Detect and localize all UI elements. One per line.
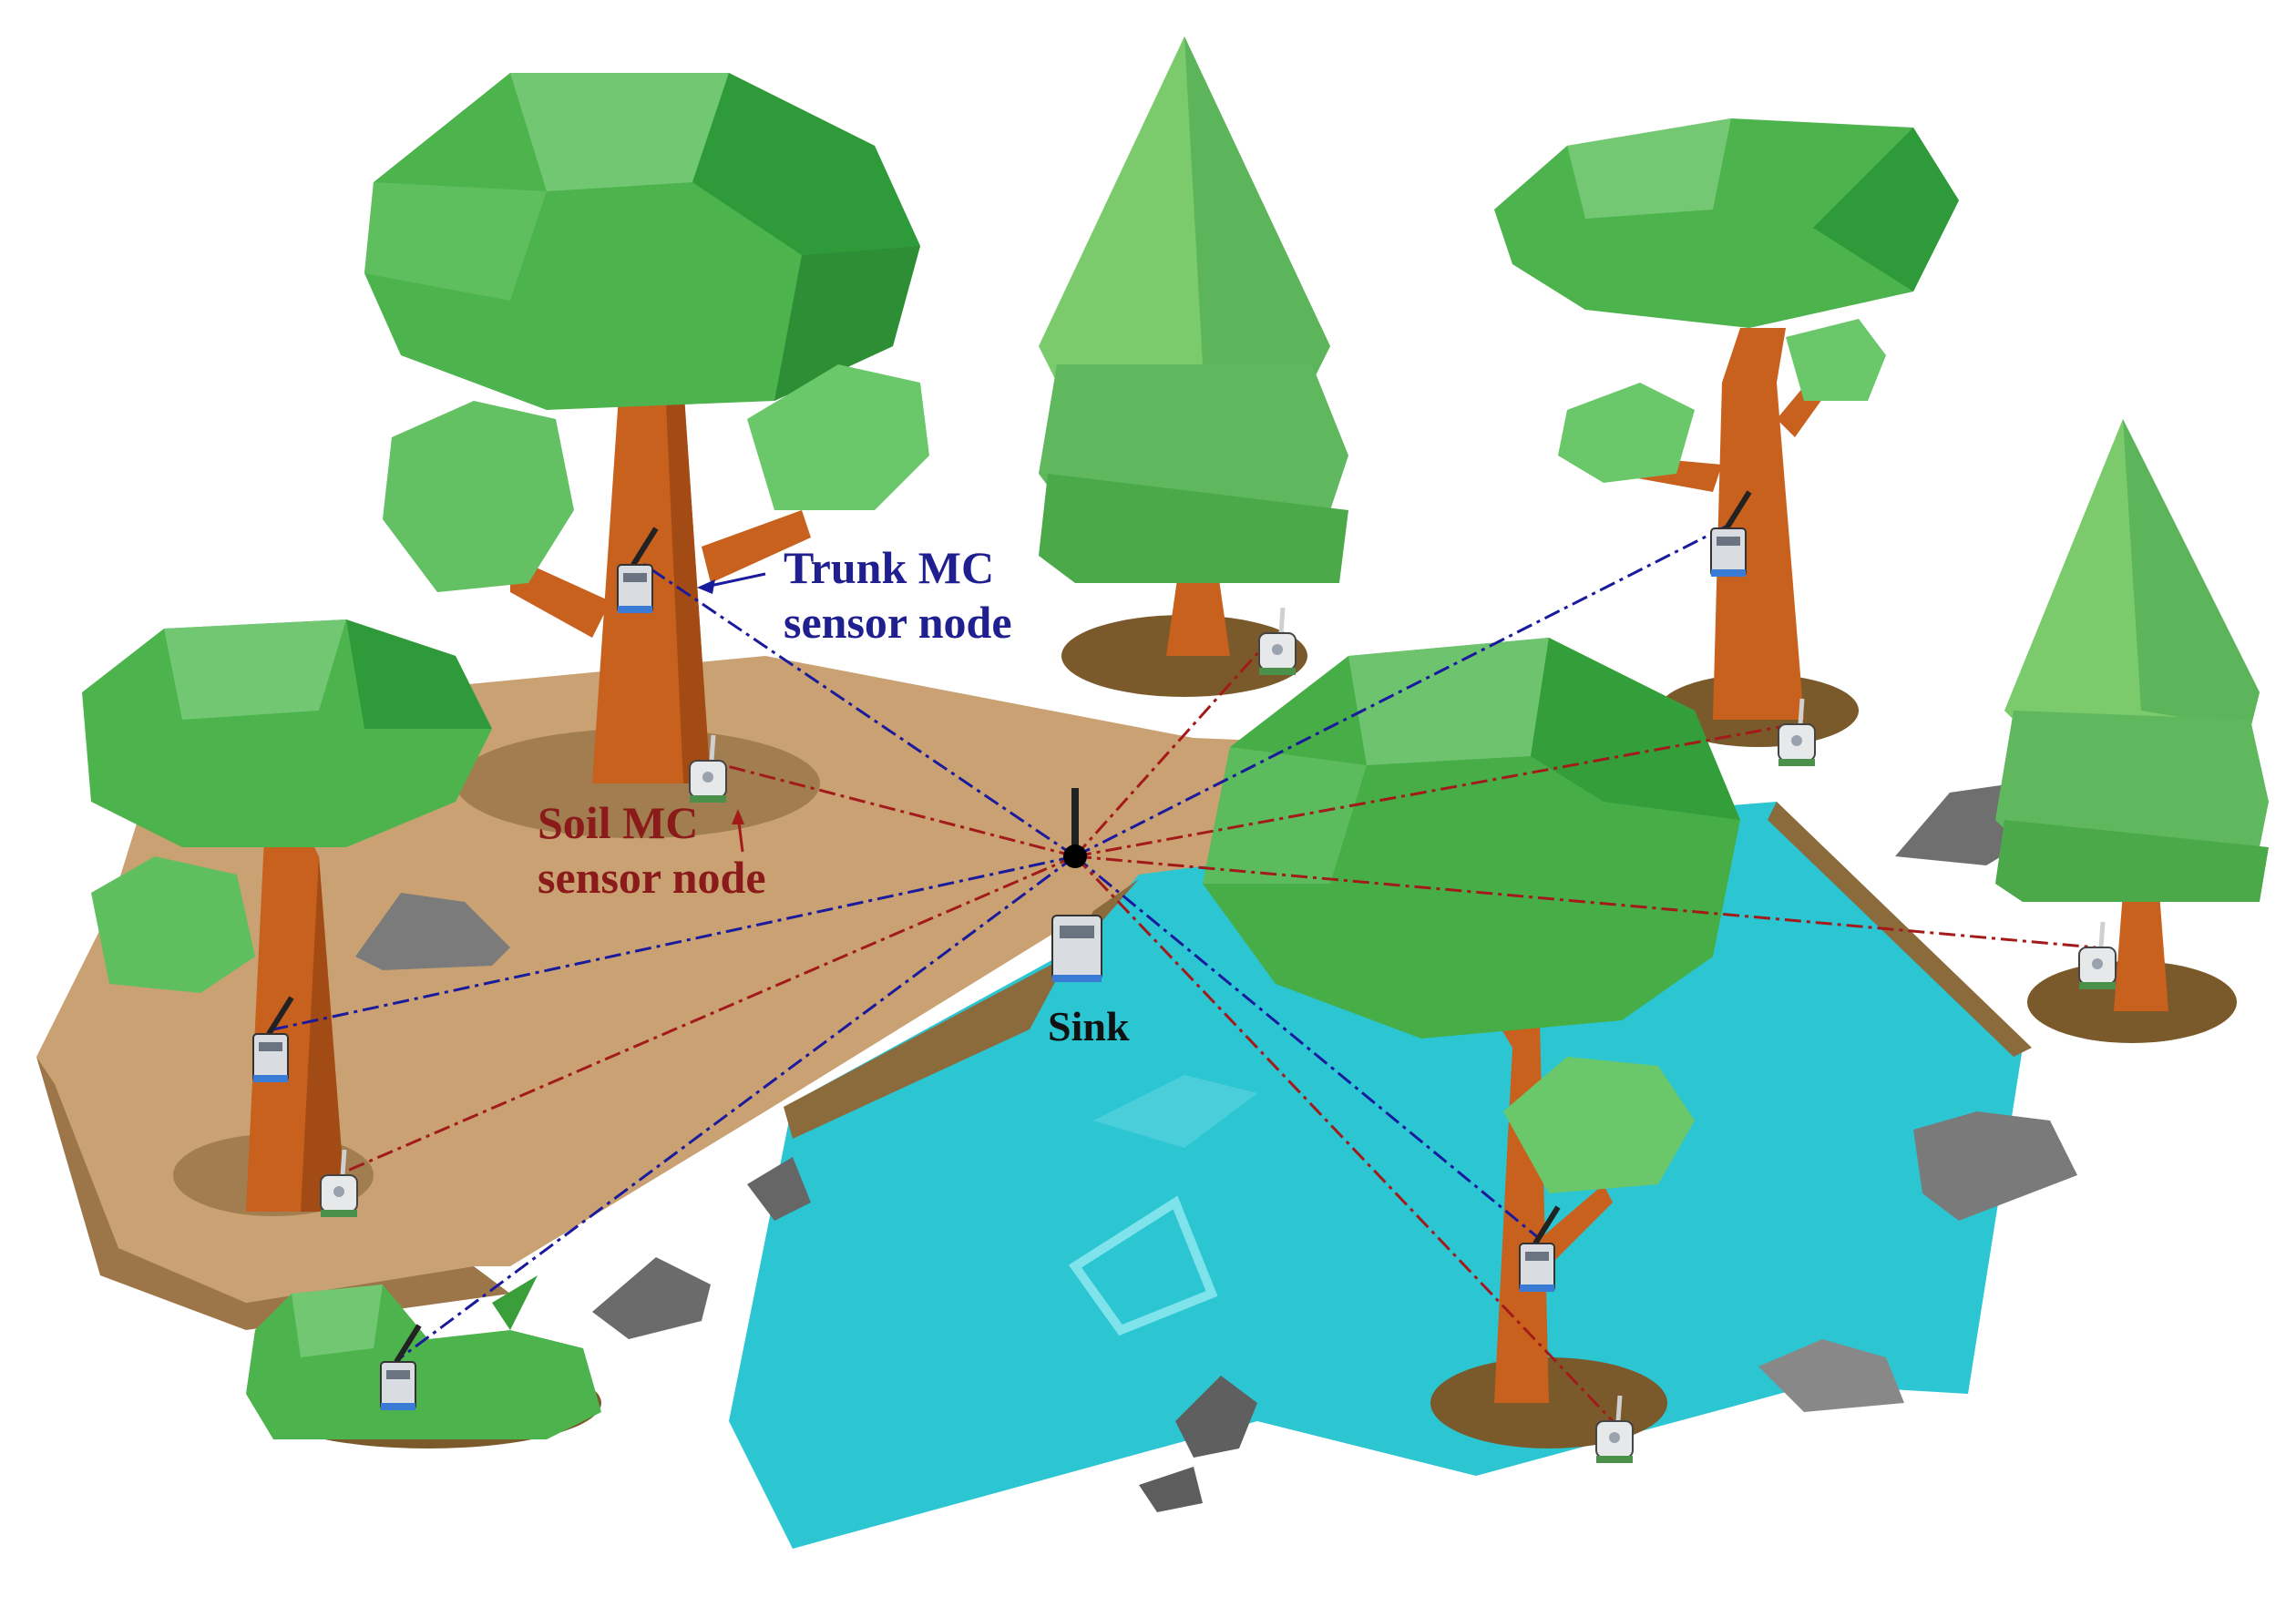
sensor-base: [618, 606, 652, 613]
trunk-mc-sensor-node: [252, 996, 294, 1082]
sensor-base: [690, 795, 726, 803]
pine-tree-right: [1995, 419, 2269, 1011]
trunk-mc-label-line2: sensor node: [784, 597, 1012, 648]
antenna-icon: [1615, 1395, 1623, 1422]
bushy-tree-center-right: [1203, 638, 1740, 1403]
sensor-base: [381, 1403, 415, 1410]
water-pond: [729, 802, 2032, 1549]
sensor-body: [617, 564, 653, 613]
deciduous-tree-top-right: [1494, 118, 1959, 720]
rock: [1139, 1467, 1203, 1512]
sink-node: [1051, 788, 1102, 982]
sensor-base: [1711, 569, 1746, 577]
trunk-label-arrowhead: [697, 579, 715, 594]
sensor-port-icon: [1272, 644, 1283, 655]
trunk-mc-sensor-node: [1710, 490, 1752, 577]
trunk-mc-sensor-node: [1519, 1205, 1561, 1292]
sensor-base: [2079, 982, 2116, 989]
soil-mc-sensor-node: [320, 1149, 358, 1217]
wireless-links: [272, 522, 2096, 1423]
annotation-arrows: [697, 572, 766, 853]
rock: [1895, 783, 2032, 865]
sensor-screen: [1525, 1252, 1549, 1261]
sensor-screen: [1717, 537, 1740, 546]
sensor-base: [1520, 1285, 1554, 1292]
sensor-base: [253, 1075, 288, 1082]
bush-bottom-left: [246, 1275, 601, 1439]
trunk-link-4: [400, 855, 1076, 1359]
soil-mc-sensor-node: [2078, 921, 2117, 989]
soil-mc-label-line2: sensor node: [538, 852, 766, 903]
antenna-icon: [266, 996, 294, 1036]
sink-hub-dot: [1063, 844, 1087, 868]
soil-mc-sensor-node: [689, 734, 727, 803]
antenna-icon: [1278, 607, 1286, 634]
sink-screen: [1060, 926, 1094, 938]
antenna-icon: [394, 1324, 422, 1364]
sensor-base: [321, 1210, 357, 1217]
rock: [592, 1257, 711, 1339]
trunk-link-2: [1074, 522, 1732, 858]
sensor-devices: [252, 490, 2117, 1463]
rocks: [355, 783, 2077, 1512]
soil-link-3: [1074, 722, 1796, 858]
rock: [1175, 1376, 1257, 1458]
soil-link-6: [1073, 855, 1614, 1423]
sensor-screen: [259, 1042, 282, 1051]
sensor-body: [1710, 527, 1747, 577]
trunk-link-1: [637, 558, 1076, 858]
soil-link-1: [705, 759, 1076, 858]
sensor-base: [1596, 1456, 1633, 1463]
sink-body: [1051, 915, 1102, 980]
sensor-screen: [386, 1370, 410, 1379]
soil-mc-sensor-node: [1258, 607, 1297, 675]
trunk-mc-sensor-node: [617, 527, 659, 613]
sensor-port-icon: [333, 1186, 344, 1197]
antenna-icon: [709, 734, 716, 762]
trunk-link-3: [272, 855, 1076, 1031]
soil-link-2: [1073, 631, 1277, 858]
trunk-link-5: [1074, 855, 1541, 1241]
sensor-base: [1778, 759, 1815, 766]
soil-mc-label-line1: Soil MC: [538, 797, 698, 848]
pine-tree: [1039, 36, 1348, 656]
antenna-icon: [630, 527, 659, 567]
sensor-port-icon: [1791, 735, 1802, 746]
sensor-base: [1259, 668, 1296, 675]
sensor-port-icon: [1609, 1432, 1620, 1443]
soil-mc-sensor-node: [1595, 1395, 1634, 1463]
antenna-icon: [2098, 921, 2106, 948]
antenna-icon: [1798, 698, 1805, 725]
soil-label-arrowhead: [732, 809, 744, 824]
antenna-icon: [1532, 1205, 1561, 1245]
sensor-port-icon: [2092, 958, 2103, 969]
antenna-icon: [1724, 490, 1752, 530]
trunk-mc-sensor-node: [380, 1324, 422, 1410]
antenna-icon: [340, 1149, 347, 1176]
rock: [355, 893, 510, 970]
deciduous-tree-left: [82, 619, 492, 1212]
rock: [1913, 1111, 2077, 1221]
sensor-body: [380, 1361, 416, 1410]
sink-label: Sink: [1048, 1003, 1130, 1049]
soil-link-5: [336, 855, 1076, 1177]
sensor-body: [252, 1033, 289, 1082]
trunk-mc-label-line1: Trunk MC: [784, 542, 994, 593]
soil-mc-sensor-node: [1778, 698, 1816, 766]
sink-base: [1052, 975, 1102, 982]
rock: [1758, 1339, 1904, 1412]
sensor-port-icon: [702, 772, 713, 783]
soil-link-4: [1074, 855, 2096, 949]
rock: [747, 1157, 811, 1221]
sensor-body: [1519, 1243, 1555, 1292]
sensor-screen: [623, 573, 647, 582]
